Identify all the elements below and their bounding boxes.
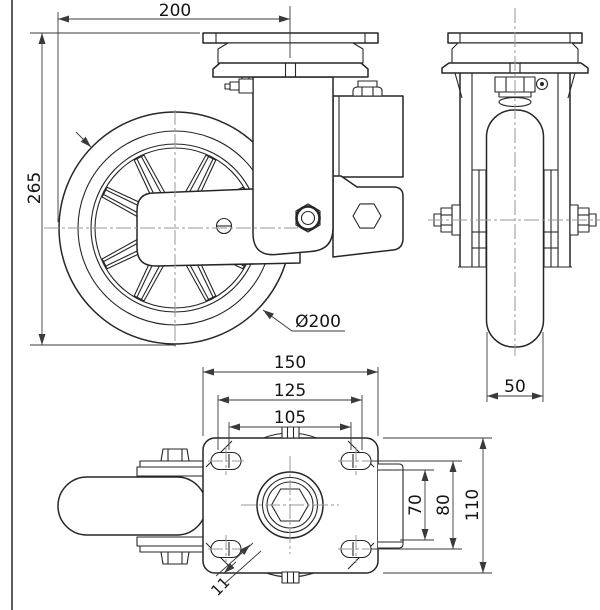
dim-label-wheel-diameter: Ø200 bbox=[295, 312, 341, 332]
dim-plate-depth: 110 bbox=[383, 437, 492, 574]
bottom-fork-leg-bottom bbox=[136, 536, 208, 565]
dim-overall-height: 265 bbox=[25, 32, 200, 346]
rear-bracket bbox=[332, 80, 404, 258]
arm-pivot-nut bbox=[295, 203, 321, 233]
side-view: 50 bbox=[428, 8, 600, 402]
dim-label-bolt-width-outer: 125 bbox=[274, 381, 306, 401]
bottom-fork-leg-top bbox=[136, 448, 208, 477]
bracket-top-bolt bbox=[348, 80, 387, 97]
dim-label-wheel-width: 50 bbox=[504, 377, 526, 397]
dim-label-plate-width: 150 bbox=[274, 353, 306, 373]
top-plate bbox=[202, 32, 379, 44]
dim-bolt-width-inner: 105 bbox=[228, 408, 352, 450]
swivel-head bbox=[217, 42, 364, 64]
dim-top-offset: 200 bbox=[57, 1, 291, 222]
side-grease-fitting bbox=[535, 77, 549, 91]
arm-pivot-screw bbox=[215, 217, 233, 235]
top-plate-assembly bbox=[202, 32, 379, 78]
dim-label-bolt-depth-outer: 80 bbox=[434, 494, 454, 516]
mounting-flange bbox=[212, 62, 369, 78]
bottom-centerlines bbox=[208, 447, 374, 563]
bottom-view: 150 125 105 110 80 bbox=[57, 353, 492, 600]
race-tab-bottom bbox=[281, 571, 300, 584]
dim-wheel-diameter: Ø200 bbox=[75, 131, 345, 332]
bottom-rear-bracket bbox=[378, 463, 404, 549]
front-view: 200 265 Ø200 bbox=[25, 1, 404, 350]
dim-label-bolt-hole-width: 11 bbox=[207, 573, 233, 599]
dim-bolt-depth-inner: 70 bbox=[400, 469, 434, 541]
dim-wheel-width: 50 bbox=[486, 332, 544, 402]
race-tab-top bbox=[281, 426, 300, 439]
dim-bolt-depth-outer: 80 bbox=[371, 460, 462, 550]
dim-label-overall-height: 265 bbox=[25, 172, 45, 204]
dim-label-plate-depth: 110 bbox=[463, 489, 483, 521]
dim-plate-width: 150 bbox=[202, 353, 379, 436]
fork-leg-left bbox=[454, 72, 487, 268]
dim-bolt-width-outer: 125 bbox=[217, 381, 363, 450]
dim-label-bolt-width-inner: 105 bbox=[274, 408, 306, 428]
dim-label-top-offset: 200 bbox=[159, 1, 191, 21]
bottom-wheel bbox=[57, 476, 207, 536]
dim-label-bolt-depth-inner: 70 bbox=[406, 494, 426, 516]
bracket-hex-bolt bbox=[352, 203, 382, 229]
fork-leg-right bbox=[543, 72, 576, 268]
